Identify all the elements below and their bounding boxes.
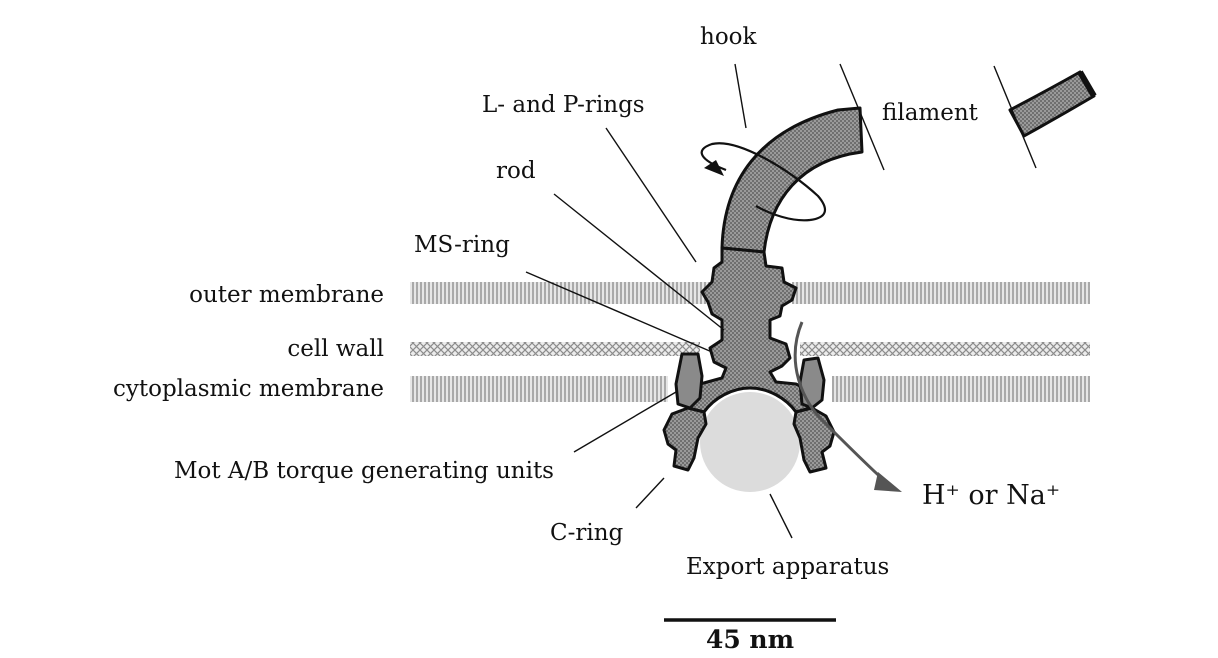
- rod-label: rod: [496, 158, 536, 184]
- cell-wall-label: cell wall: [287, 336, 384, 362]
- hook-leader: [734, 63, 747, 129]
- mot-stator-right-shape: [798, 356, 826, 410]
- filament-tip: [1077, 70, 1097, 98]
- cytoplasmic-membrane-band-right: [832, 376, 1090, 402]
- lp-rings-label: L- and P-rings: [482, 92, 645, 118]
- scale-bar-label: 45 nm: [706, 625, 794, 654]
- export-apparatus-leader: [769, 493, 793, 539]
- ion-flow-arrowhead: [874, 472, 902, 492]
- c-ring-right-shape: [792, 406, 836, 474]
- cell-wall-band-right: [800, 342, 1090, 356]
- ion-flow-arrow: [793, 321, 890, 486]
- ms-ring-label: MS-ring: [414, 232, 510, 258]
- outer-membrane-label: outer membrane: [189, 282, 384, 308]
- lp-rings-leader: [605, 127, 697, 263]
- hook-junction-line: [839, 63, 885, 171]
- cell-wall-band-left: [410, 342, 700, 356]
- hook-label: hook: [700, 24, 758, 50]
- cytoplasmic-membrane-label: cytoplasmic membrane: [113, 376, 384, 402]
- ion-label: H⁺ or Na⁺: [922, 480, 1060, 511]
- filament-segment: [1008, 70, 1096, 138]
- hook-shape: [720, 106, 864, 254]
- mot-units-label: Mot A/B torque generating units: [174, 458, 554, 484]
- rod-leader: [553, 193, 725, 331]
- outer-membrane-band-left: [410, 282, 710, 304]
- ms-ring-leader: [525, 271, 713, 353]
- cytoplasmic-membrane-band-left: [410, 376, 668, 402]
- rotation-arrow-front: [755, 205, 811, 222]
- export-apparatus-shape: [700, 392, 800, 492]
- outer-membrane-band-right: [792, 282, 1090, 304]
- c-ring-left-shape: [662, 406, 708, 472]
- mot-units-leader: [573, 391, 677, 453]
- mot-stator-left-shape: [674, 352, 704, 410]
- filament-label: filament: [882, 100, 979, 126]
- c-ring-leader: [635, 477, 665, 509]
- rotation-arrow-back: [700, 142, 827, 222]
- c-ring-label: C-ring: [550, 520, 624, 546]
- rotation-arrow-head: [704, 160, 724, 176]
- export-apparatus-label: Export apparatus: [686, 554, 889, 580]
- filament-junction-line: [993, 65, 1037, 169]
- rod-and-rings-shape: [684, 246, 814, 414]
